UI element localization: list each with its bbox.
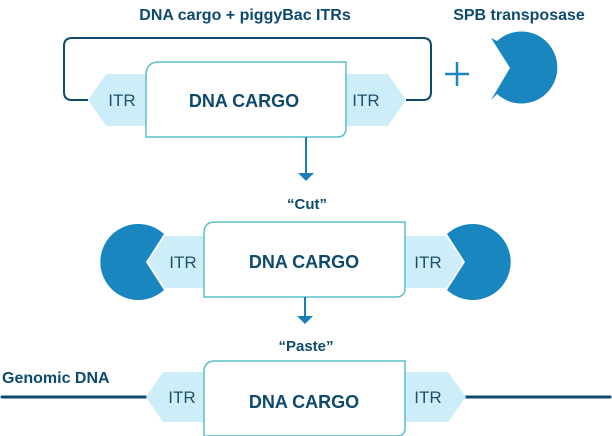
genomic-dna-label: Genomic DNA: [2, 370, 110, 387]
down-arrow-2: [297, 297, 313, 324]
itr-right-cut-label: ITR: [414, 253, 441, 272]
itr-right-top-label: ITR: [352, 91, 379, 110]
itr-left-paste: [146, 372, 206, 422]
plus-icon: [445, 62, 469, 86]
itr-right-cut: [404, 236, 463, 288]
transposase-left-icon: [100, 224, 164, 300]
cargo-box-cut: [203, 221, 406, 298]
paste-label: “Paste”: [278, 338, 333, 355]
itr-right-top: [340, 74, 406, 126]
itr-left-cut: [148, 236, 206, 288]
itr-left-top: [88, 74, 150, 126]
itr-right-paste: [404, 372, 466, 422]
cargo-box-paste: [203, 360, 406, 436]
cargo-box-top: [145, 61, 347, 138]
plasmid-backbone: [63, 37, 432, 101]
itr-left-cut-label: ITR: [169, 253, 196, 272]
cut-label: “Cut”: [287, 196, 327, 213]
cargo-label-paste: DNA CARGO: [249, 392, 359, 412]
itr-left-top-label: ITR: [108, 91, 135, 110]
itr-right-paste-label: ITR: [414, 388, 441, 407]
itr-left-paste-label: ITR: [168, 388, 195, 407]
down-arrow-1: [298, 137, 314, 181]
plasmid-title: DNA cargo + piggyBac ITRs: [139, 7, 351, 24]
transposase-right-icon: [447, 224, 511, 300]
cargo-label-cut: DNA CARGO: [249, 252, 359, 272]
cargo-label-top: DNA CARGO: [189, 91, 299, 111]
transposase-icon: [491, 31, 558, 104]
transposase-title: SPB transposase: [453, 7, 585, 24]
